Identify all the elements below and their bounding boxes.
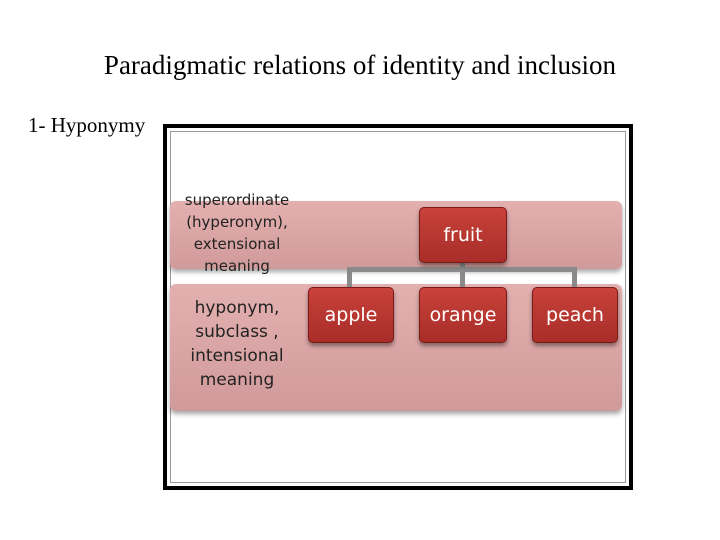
node-apple: apple (308, 287, 394, 343)
slide-subtitle: 1- Hyponymy (28, 113, 146, 137)
connector-right (572, 267, 577, 288)
node-peach: peach (532, 287, 618, 343)
superordinate-band-label: superordinate (hyperonym), extensional m… (184, 191, 290, 275)
node-orange: orange (419, 287, 507, 343)
slide-title: Paradigmatic relations of identity and i… (103, 50, 617, 80)
superordinate-band (170, 201, 622, 269)
node-fruit: fruit (419, 207, 507, 263)
connector-middle (460, 267, 465, 288)
connector-left (347, 267, 352, 288)
connector-stem (460, 262, 465, 270)
hyponym-band-label: hyponym, subclass , intensional meaning (190, 298, 284, 390)
